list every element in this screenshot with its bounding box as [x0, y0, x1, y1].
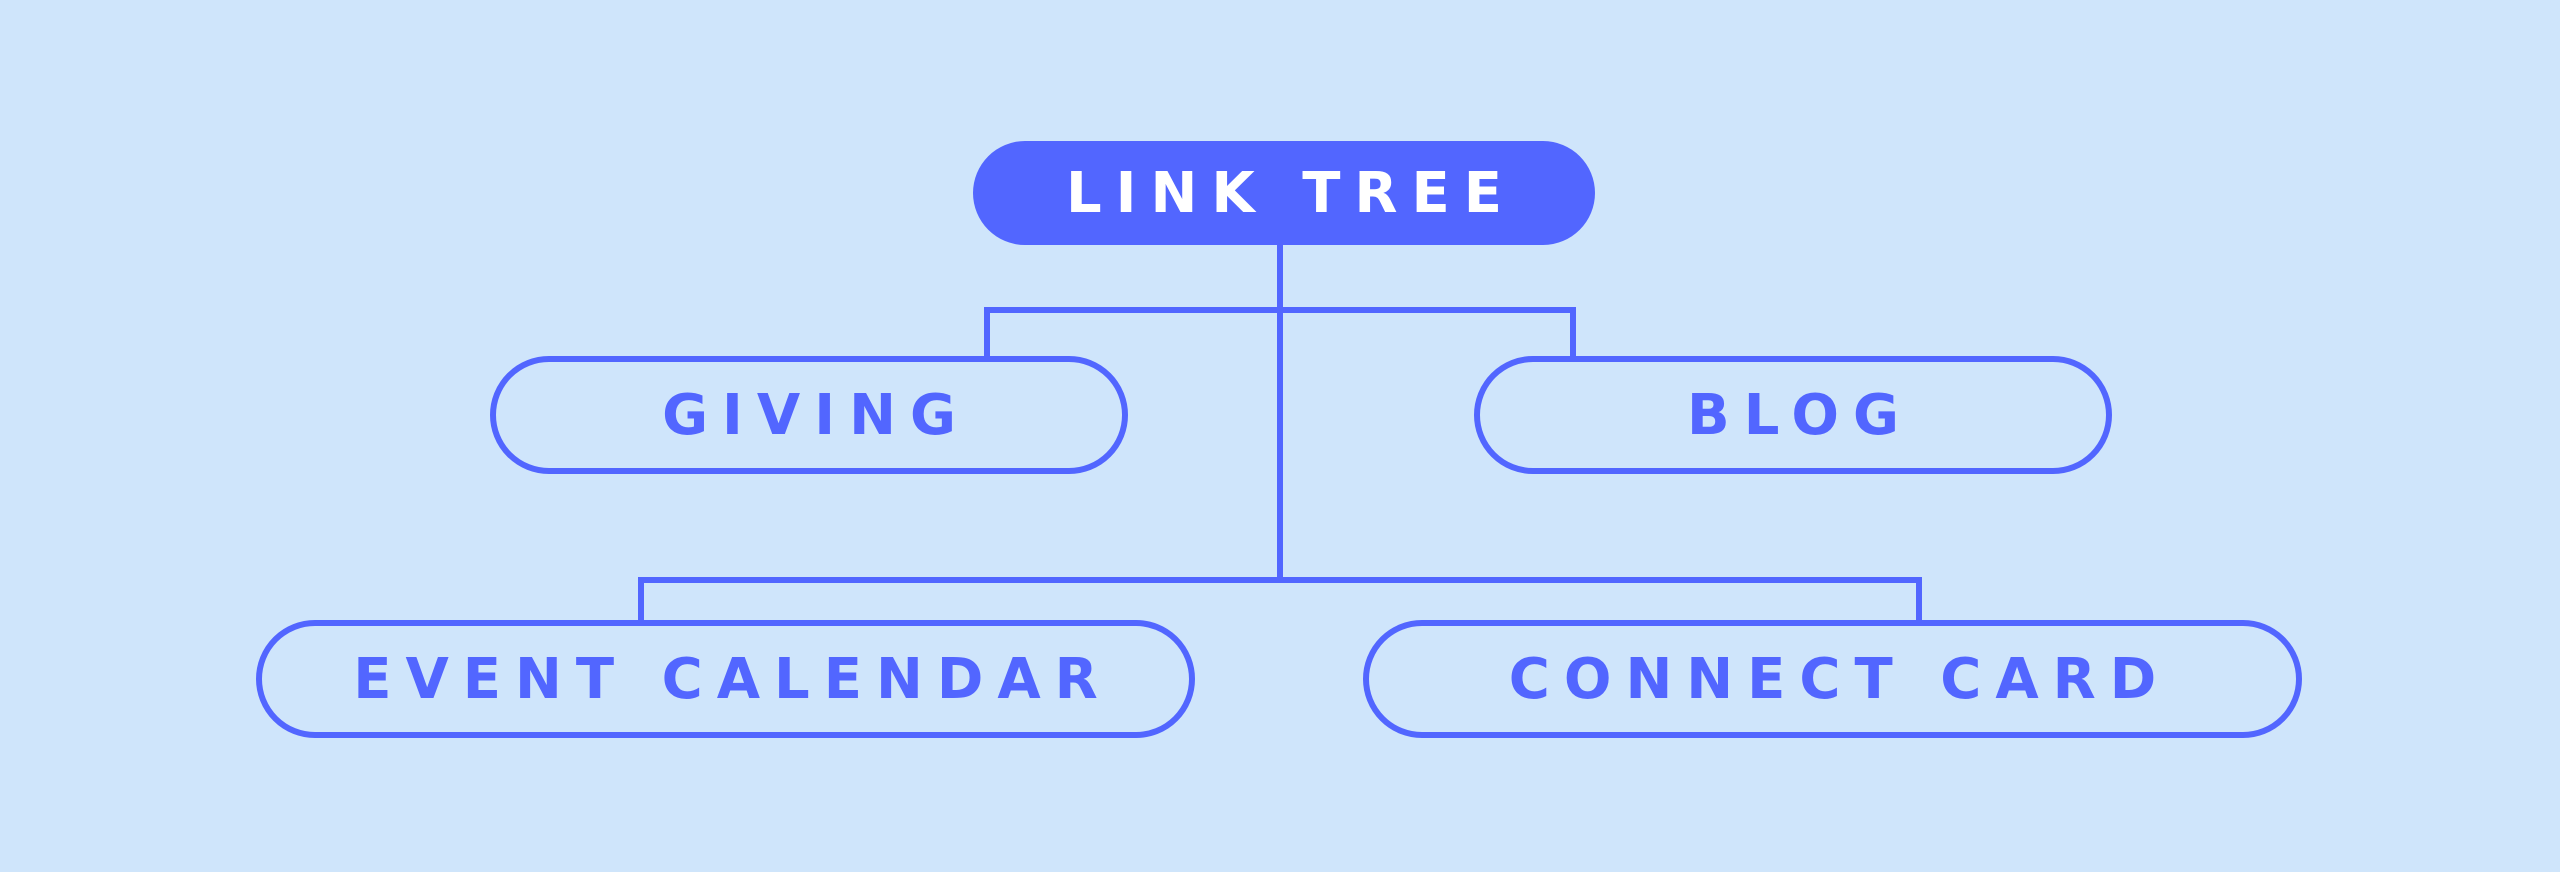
level1-bracket — [984, 307, 1576, 356]
root-node-link-tree[interactable]: LINK TREE — [973, 141, 1595, 245]
node-blog-label: BLOG — [1687, 382, 1913, 448]
node-connect-card-label: CONNECT CARD — [1508, 646, 2171, 712]
root-node-label: LINK TREE — [1065, 160, 1517, 226]
level2-bracket — [638, 577, 1922, 620]
node-giving-label: GIVING — [662, 382, 970, 448]
node-event-calendar-label: EVENT CALENDAR — [353, 646, 1112, 712]
node-blog[interactable]: BLOG — [1474, 356, 2112, 474]
node-event-calendar[interactable]: EVENT CALENDAR — [256, 620, 1195, 738]
node-giving[interactable]: GIVING — [490, 356, 1128, 474]
node-connect-card[interactable]: CONNECT CARD — [1363, 620, 2302, 738]
